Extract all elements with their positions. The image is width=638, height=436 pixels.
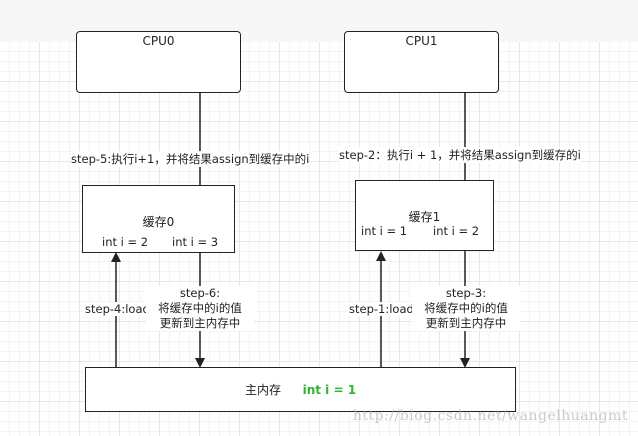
step3-line2: 将缓存中的i的值	[424, 301, 508, 315]
step3-line1: step-3:	[445, 286, 487, 300]
step6-label: step-6: 将缓存中的i的值 更新到主内存中	[146, 286, 254, 331]
step6-line1: step-6:	[179, 286, 221, 300]
step5-label: step-5:执行i+1，并将结果assign到缓存中的i	[71, 151, 310, 167]
cache0-title: 缓存0	[142, 215, 175, 229]
main-memory-box: 主内存 int i = 1	[85, 367, 516, 412]
step3-line3: 更新到主内存中	[425, 316, 507, 330]
cpu1-box: CPU1	[344, 31, 499, 93]
cpu0-box: CPU0	[76, 31, 241, 93]
cpu0-label: CPU0	[142, 34, 175, 48]
cache1-left-value: int i = 1	[361, 224, 408, 238]
cache0-box: 缓存0 int i = 2 int i = 3	[82, 185, 235, 253]
step6-line2: 将缓存中的i的值	[158, 301, 242, 315]
main-memory-label: 主内存	[244, 383, 281, 397]
cache1-title: 缓存1	[408, 210, 441, 224]
cpu1-label: CPU1	[405, 34, 438, 48]
cache1-box: 缓存1 int i = 1 int i = 2	[355, 180, 494, 251]
cache0-right-value: int i = 3	[172, 235, 219, 249]
step6-line3: 更新到主内存中	[159, 316, 241, 330]
cache0-left-value: int i = 2	[102, 235, 149, 249]
watermark: http://blog.csdn.net/wangelhuangmt	[352, 408, 628, 424]
cache1-right-value: int i = 2	[433, 224, 480, 238]
step3-label: step-3: 将缓存中的i的值 更新到主内存中	[412, 286, 520, 331]
step1-label: step-1:load	[349, 302, 414, 316]
step4-label: step-4:load	[85, 302, 150, 316]
step2-label: step-2：执行i + 1，并将结果assign到缓存的i	[339, 147, 581, 163]
main-memory-value: int i = 1	[302, 383, 357, 397]
